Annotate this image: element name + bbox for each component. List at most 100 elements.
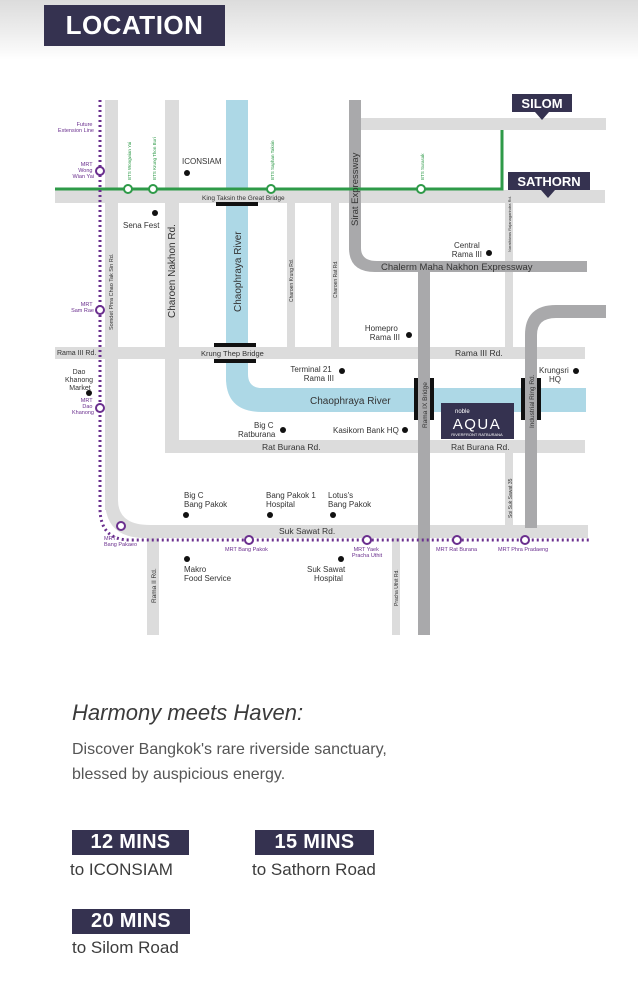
district-label-silom: SILOM (521, 96, 562, 111)
river-horizontal-segment (226, 356, 586, 412)
bts-station-krung-thon-buri (148, 184, 158, 194)
landmark-dots (86, 170, 579, 562)
landmark-dot-big-c-ratburana (280, 427, 286, 433)
mrt-label-future: Future Extension Line (58, 122, 94, 134)
landmark-label-homepro: Homepro Rama III (365, 324, 400, 342)
landmark-label-iconsiam: ICONSIAM (182, 157, 222, 166)
road-label-rama-iii-left: Rama III Rd. (57, 350, 96, 357)
road-label-pracha-uthit: Pracha Uthit Rd. (394, 569, 400, 606)
road-somdet (105, 100, 118, 510)
mrt-label-yaek-pracha-uthit: MRT Yaek Pracha Uthit (352, 547, 383, 559)
travel-destination-sathorn: to Sathorn Road (252, 860, 376, 879)
landmark-label-big-c-bang-pakok: Big C Bang Pakok (184, 491, 228, 509)
landmark-label-lotus: Lotus's Bang Pakok (328, 491, 372, 509)
bts-label-wongwian-yai: BTS Wongwian Yai (127, 142, 132, 180)
landmark-label-krungsri: Krungsri HQ (539, 366, 571, 384)
project-logo: noble AQUA RIVERFRONT RATBURANA (441, 403, 514, 439)
landmark-label-bang-pakok-hospital: Bang Pakok 1 Hospital (266, 491, 318, 509)
road-charoen-krung (287, 200, 295, 350)
bridge-rama-ix-right (430, 378, 434, 420)
road-label-rat-burana-right: Rat Burana Rd. (451, 442, 510, 452)
bts-station-wongwian-yai (123, 184, 133, 194)
mrt-label-wong-wian-yai: MRT Wong Wian Yai (72, 162, 94, 180)
landmark-label-dao-khanong-market: Dao Khanong Market (65, 369, 95, 392)
mrt-station-phra-pradaeng (520, 535, 530, 545)
mrt-label-phra-pradaeng: MRT Phra Pradaeng (498, 547, 548, 553)
road-narathiwas (505, 200, 513, 352)
logo-name: AQUA (453, 416, 502, 433)
district-sathorn-callout: SATHORN (508, 172, 590, 198)
mrt-station-sam-rae (95, 305, 105, 315)
bridge-rama-ix-left (414, 378, 418, 420)
road-sathorn-taksin (55, 190, 605, 203)
bts-label-surasak: BTS Surasak (420, 153, 425, 180)
bridge-industrial-ring-right (537, 378, 541, 420)
road-network (55, 100, 606, 635)
expressway-sirat (349, 100, 361, 250)
landmark-dot-suk-sawat-hospital (338, 556, 344, 562)
landmark-dot-terminal21 (339, 368, 345, 374)
road-pracha-uthit (392, 538, 400, 635)
road-label-narathiwas: Narathiwas Rajanagarindra Rd. (507, 196, 512, 252)
mrt-station-wong-wian-yai (95, 166, 105, 176)
road-label-rama-ix-bridge: Rama IX Bridge (422, 382, 429, 428)
mrt-station-yaek-pracha-uthit (362, 535, 372, 545)
travel-time-badge-sathorn: 15 MINS (255, 830, 374, 855)
landmark-label-suk-sawat-hospital: Suk Sawat Hospital (307, 565, 347, 583)
mrt-labels: Future Extension Line MRT Wong Wian Yai … (58, 122, 548, 559)
travel-destination-iconsiam: to ICONSIAM (70, 860, 173, 879)
bts-line (55, 130, 504, 191)
landmark-label-central-rama3: Central Rama III (452, 241, 482, 259)
road-label-krung-thep-bridge: Krung Thep Bridge (201, 349, 264, 358)
location-map: SILOM SATHORN noble AQUA RIVERFRONT RATB… (55, 94, 606, 635)
travel-time-badge-silom: 20 MINS (72, 909, 190, 934)
road-label-industrial-ring: Industrial Ring Rd. (529, 374, 536, 428)
landmark-label-big-c-ratburana: Big C Ratburana (238, 421, 276, 439)
landmark-dot-iconsiam (184, 170, 190, 176)
landmark-dot-lotus (330, 512, 336, 518)
mrt-station-rat-burana (452, 535, 462, 545)
section-heading: Harmony meets Haven: (72, 700, 304, 725)
travel-time-badge-iconsiam: 12 MINS (72, 830, 189, 855)
logo-tagline: RIVERFRONT RATBURANA (451, 432, 503, 437)
road-soi-suk-sawat-35 (505, 445, 513, 528)
road-label-suk-sawat: Suk Sawat Rd. (279, 526, 335, 536)
road-labels: Charoen Nakhon Rd. Sirat Expressway Chal… (57, 152, 536, 606)
landmark-dot-central-rama3 (486, 250, 492, 256)
river-label-vertical: Chaophraya River (233, 231, 244, 312)
travel-destination-silom: to Silom Road (72, 938, 179, 957)
landmark-label-terminal21: Terminal 21 Rama III (290, 365, 334, 383)
mrt-station-bang-pakok (244, 535, 254, 545)
landmark-dot-krungsri (573, 368, 579, 374)
landmark-dot-kasikorn (402, 427, 408, 433)
description-line: blessed by auspicious energy. (72, 766, 286, 783)
landmark-dot-bang-pakok-hospital (267, 512, 273, 518)
bridge-krung-thep-top (214, 343, 256, 347)
road-label-charoen-nakhon: Charoen Nakhon Rd. (167, 224, 178, 318)
mrt-label-rat-burana: MRT Rat Burana (436, 547, 478, 553)
bts-label-saphan-taksin: BTS Saphan Taksin (270, 140, 275, 180)
road-label-soi-suk-sawat-35: Soi Suk Sawat 35 (508, 478, 514, 518)
mrt-label-sam-rae: MRT Sam Rae (71, 302, 94, 314)
landmark-label-makro: Makro Food Service (184, 565, 232, 583)
road-rama-iii (55, 347, 585, 359)
landmark-dot-homepro (406, 332, 412, 338)
bts-stations (123, 184, 426, 194)
road-label-sirat-expressway: Sirat Expressway (350, 152, 361, 226)
bts-labels: BTS Wongwian Yai BTS Krung Thon Buri BTS… (127, 137, 425, 180)
bts-station-surasak (416, 184, 426, 194)
mrt-label-bang-pakok: MRT Bang Pakok (225, 547, 268, 553)
landmark-dot-big-c-bang-pakok (183, 512, 189, 518)
road-label-rama-iii-right: Rama III Rd. (455, 348, 503, 358)
road-label-charoen-krung: Charoen Krung Rd. (289, 259, 295, 302)
section-description: Discover Bangkok's rare riverside sanctu… (72, 737, 552, 787)
landmark-label-kasikorn: Kasikorn Bank HQ (333, 426, 399, 435)
road-silom (361, 118, 606, 130)
road-charoen-nakhon (165, 100, 179, 446)
road-suk-sawat (105, 500, 588, 538)
mrt-label-dao-khanong: MRT Dao Khanong (72, 398, 94, 416)
river (226, 100, 586, 412)
road-label-rat-burana-left: Rat Burana Rd. (262, 442, 321, 452)
bridge-industrial-ring-left (521, 378, 525, 420)
district-label-sathorn: SATHORN (517, 174, 580, 189)
